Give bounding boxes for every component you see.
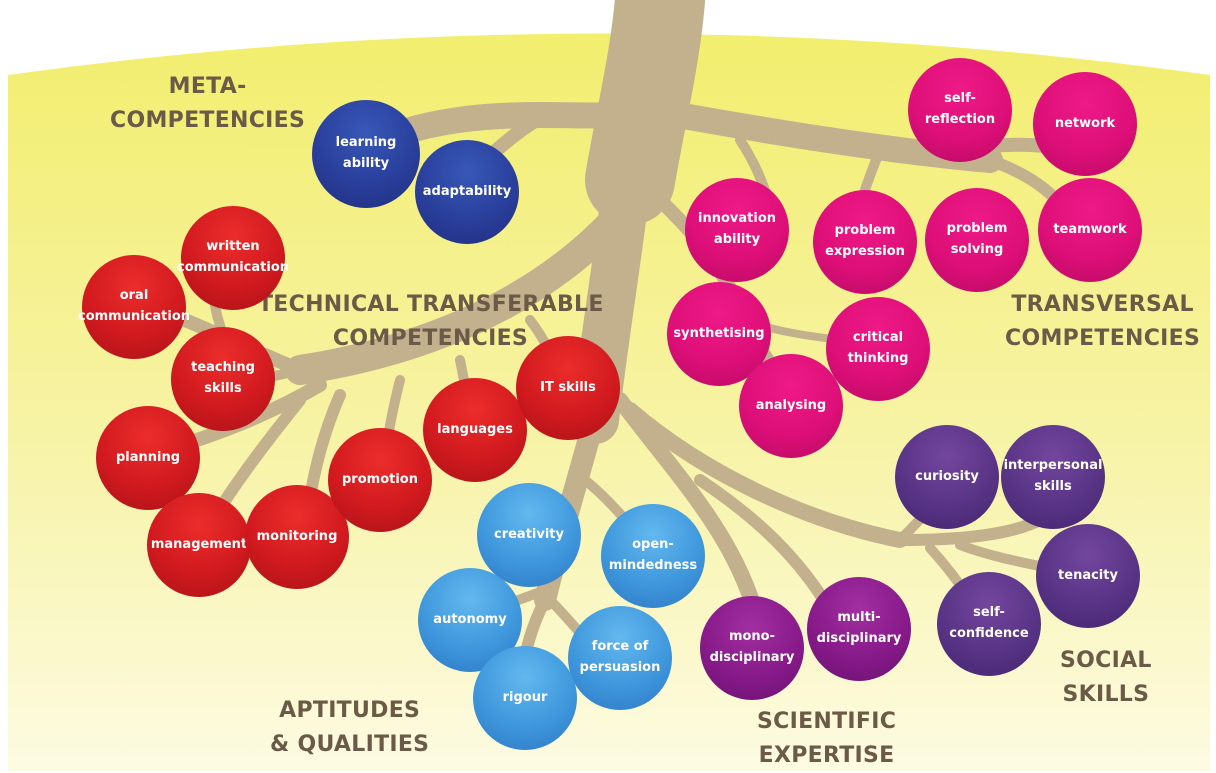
category-scientific-expertise: SCIENTIFIC EXPERTISE [757, 705, 896, 773]
category-social-line1: SOCIAL [1060, 648, 1152, 673]
skill-interpersonal-skills: interpersonal skills [1001, 425, 1105, 529]
skill-oral-communication-label: oral communication [77, 288, 191, 324]
skill-tenacity: tenacity [1036, 524, 1140, 628]
skill-curiosity-label: curiosity [915, 468, 979, 484]
skill-self-reflection-label: self-reflection [924, 91, 996, 127]
skill-management: management [147, 493, 251, 597]
skill-monitoring: monitoring [245, 485, 349, 589]
skill-network: network [1033, 72, 1137, 176]
skill-learning-ability-label: learning ability [335, 135, 397, 171]
skill-rigour-label: rigour [502, 689, 548, 705]
category-transversal-line2: COMPETENCIES [1005, 326, 1201, 351]
category-technical-line1: TECHNICAL TRANSFERABLE [258, 292, 604, 317]
skill-critical-thinking: critical thinking [826, 297, 930, 401]
skill-written-communication-label: written communication [176, 239, 290, 275]
category-aptitudes-qualities: APTITUDES & QUALITIES [270, 694, 429, 762]
branch-social [622, 402, 908, 548]
skill-problem-solving-label: problem solving [946, 221, 1008, 257]
skill-self-confidence: self- confidence [937, 572, 1041, 676]
skill-curiosity: curiosity [895, 425, 999, 529]
skill-it-skills-label: IT skills [540, 379, 596, 395]
skill-creativity: creativity [477, 483, 581, 587]
skill-network-label: network [1054, 115, 1116, 131]
skill-synthetising-label: synthetising [673, 325, 765, 341]
skill-interpersonal-skills-label: interpersonal skills [1003, 458, 1103, 494]
skill-problem-expression: problem expression [813, 190, 917, 294]
skill-adaptability-label: adaptability [422, 183, 512, 199]
skill-teaching-skills: teaching skills [171, 327, 275, 431]
skill-synthetising: synthetising [667, 282, 771, 386]
skill-teaching-skills-label: teaching skills [191, 360, 255, 396]
skill-promotion: promotion [328, 428, 432, 532]
skill-multi-disciplinary-label: multi- disciplinary [816, 610, 902, 646]
skill-planning: planning [96, 406, 200, 510]
category-technical-line2: COMPETENCIES [332, 326, 529, 351]
category-meta-competencies: META- COMPETENCIES [110, 70, 305, 138]
category-social-line2: SKILLS [1062, 682, 1150, 707]
skill-problem-solving: problem solving [925, 188, 1029, 292]
category-transversal-line1: TRANSVERSAL [1011, 292, 1194, 317]
skill-innovation-ability-label: innovation ability [698, 211, 776, 247]
skill-mono-disciplinary-label: mono- disciplinary [709, 629, 795, 665]
skill-rigour: rigour [473, 646, 577, 750]
category-aptitudes-line2: & QUALITIES [270, 732, 430, 757]
skill-adaptability: adaptability [415, 140, 519, 244]
skill-autonomy-label: autonomy [433, 611, 507, 627]
branch-technical [285, 205, 630, 385]
skill-self-confidence-label: self- confidence [949, 605, 1029, 641]
skill-planning-label: planning [115, 449, 181, 465]
skill-promotion-label: promotion [342, 471, 418, 487]
skill-written-communication: written communication [177, 206, 289, 310]
skill-teamwork: teamwork [1038, 178, 1142, 282]
skill-multi-disciplinary: multi- disciplinary [807, 577, 911, 681]
skill-languages-label: languages [437, 421, 513, 437]
skill-oral-communication: oral communication [78, 255, 190, 359]
category-technical-transferable: TECHNICAL TRANSFERABLE COMPETENCIES [258, 288, 603, 356]
skill-monitoring-label: monitoring [256, 528, 338, 544]
skill-tenacity-label: tenacity [1058, 567, 1118, 583]
skill-it-skills: IT skills [516, 336, 620, 440]
category-aptitudes-line1: APTITUDES [279, 698, 421, 723]
category-transversal: TRANSVERSAL COMPETENCIES [1005, 288, 1200, 356]
skill-languages: languages [423, 378, 527, 482]
category-meta-line1: META- [168, 74, 247, 99]
skill-learning-ability: learning ability [312, 100, 420, 208]
category-social-skills: SOCIAL SKILLS [1060, 644, 1152, 712]
category-scientific-line1: SCIENTIFIC [757, 709, 897, 734]
skill-open-mindedness: open- mindedness [601, 504, 705, 608]
skill-creativity-label: creativity [494, 526, 564, 542]
skill-mono-disciplinary: mono- disciplinary [700, 596, 804, 700]
category-meta-line2: COMPETENCIES [110, 108, 306, 133]
skill-analysing: analysing [739, 354, 843, 458]
category-scientific-line2: EXPERTISE [758, 743, 895, 768]
skill-self-reflection: self-reflection [908, 58, 1012, 162]
skill-open-mindedness-label: open- mindedness [608, 537, 698, 573]
skill-innovation-ability: innovation ability [685, 178, 789, 282]
skill-force-of-persuasion: force of persuasion [568, 606, 672, 710]
skill-management-label: management [150, 536, 248, 552]
skill-problem-expression-label: problem expression [825, 223, 905, 259]
skill-critical-thinking-label: critical thinking [847, 330, 909, 366]
skill-teamwork-label: teamwork [1053, 221, 1127, 237]
skill-analysing-label: analysing [755, 397, 827, 413]
skill-force-of-persuasion-label: force of persuasion [579, 639, 661, 675]
